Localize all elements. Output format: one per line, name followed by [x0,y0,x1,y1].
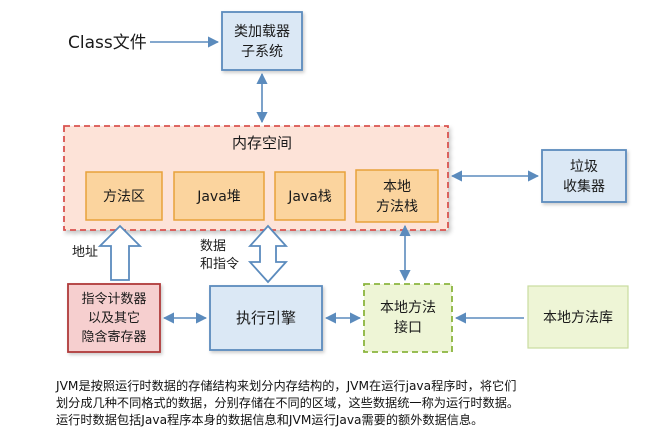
caption-line-1: JVM是按照运行时数据的存储结构来划分内存结构的，JVM在运行java程序时，将… [56,379,517,393]
caption-line-2: 划分成几种不同格式的数据，分别存储在不同的区域，这些数据统一称为运行时数据。 [56,396,520,410]
classloader-line-1: 类加载器 [234,24,290,40]
classloader-subsystem-box: 类加载器 子系统 [221,11,303,71]
native-interface-box: 本地方法 接口 [363,283,453,353]
java-stack-box: Java栈 [274,171,346,221]
data-instruction-arrow [247,224,289,284]
execution-engine-box: 执行引擎 [209,285,323,351]
native-interface-line-1: 本地方法 [380,300,436,316]
method-area-label: 方法区 [103,189,145,205]
native-method-stack-box: 本地 方法栈 [355,169,439,223]
java-stack-label: Java栈 [287,189,332,205]
class-file-label: Class文件 [68,33,147,53]
classloader-line-2: 子系统 [241,44,283,60]
memory-space-title: 内存空间 [232,134,292,152]
execution-engine-label: 执行引擎 [236,309,296,327]
java-heap-box: Java堆 [173,171,265,221]
native-interface-line-2: 接口 [394,319,422,336]
data-label-line-2: 和指令 [200,257,239,272]
native-stack-line-2: 方法栈 [376,199,418,215]
garbage-collector-box: 垃圾 收集器 [541,149,627,203]
method-area-box: 方法区 [85,171,163,221]
registers-line-3: 隐含寄存器 [81,329,146,345]
native-stack-line-1: 本地 [383,179,411,195]
caption: JVM是按照运行时数据的存储结构来划分内存结构的，JVM在运行java程序时，将… [56,378,652,429]
data-label-line-1: 数据 [200,239,226,254]
registers-line-2: 以及其它 [88,310,140,326]
address-label: 地址 [72,245,98,260]
native-library-label: 本地方法库 [543,310,613,326]
gc-line-2: 收集器 [563,178,605,195]
caption-line-3: 运行时数据包括Java程序本身的数据信息和JVM运行Java需要的额外数据信息。 [56,413,484,427]
gc-line-1: 垃圾 [570,159,598,175]
java-heap-label: Java堆 [196,189,241,205]
registers-box: 指令计数器 以及其它 隐含寄存器 [67,283,161,353]
native-library-box: 本地方法库 [527,285,629,349]
address-arrow [97,224,143,281]
jvm-architecture-diagram: Class文件 类加载器 子系统 内存空间 方法区 Java堆 Java栈 本地… [63,11,629,353]
registers-line-1: 指令计数器 [81,292,146,307]
